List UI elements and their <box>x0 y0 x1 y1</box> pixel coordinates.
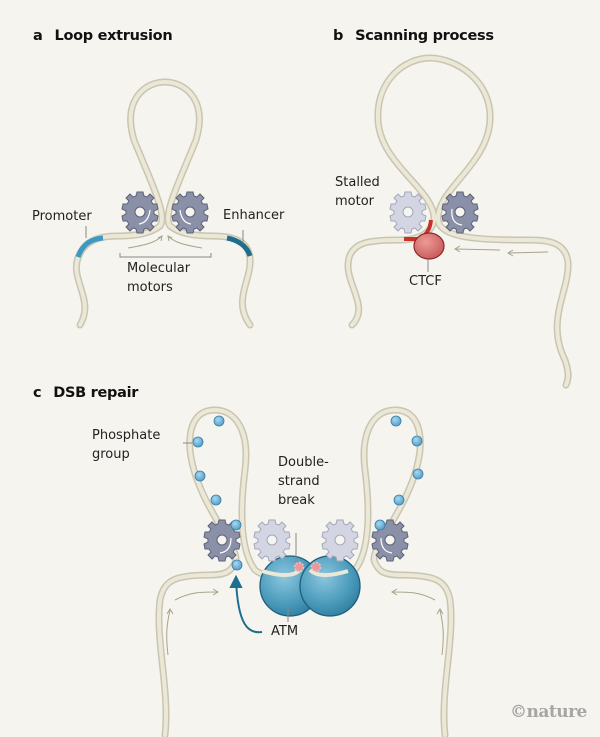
phosphate-groups <box>192 415 424 571</box>
phosphate-group-dot <box>390 415 402 427</box>
stalled-motor-label: Stalled motor <box>335 175 380 209</box>
promoter-label: Promoter <box>32 209 92 224</box>
rotation-arrow-icon <box>380 537 393 554</box>
phosphate-group-dot <box>192 436 204 448</box>
molecular-motor-gear-icon <box>121 191 159 234</box>
phosphate-group-dot <box>412 468 424 480</box>
rotation-arrow-icon <box>179 209 192 225</box>
dna-strand-right <box>306 406 455 737</box>
phosphate-group-dot <box>393 494 405 506</box>
phosphate-group-dot <box>194 470 206 482</box>
stalled-motor-gear-icon <box>253 519 291 562</box>
phosphate-group-dot <box>231 559 243 571</box>
atm-label: ATM <box>271 624 299 639</box>
dna-broken-end <box>308 568 349 578</box>
promoter-segment <box>75 235 104 258</box>
panel-c-diagram <box>155 406 455 737</box>
atm-protein <box>299 555 361 617</box>
phosphate-group-dot <box>213 415 225 427</box>
enhancer-label: Enhancer <box>223 208 285 223</box>
motors-bracket <box>119 253 212 258</box>
rotation-arrow-icon <box>219 537 232 554</box>
phosphate-group-dot <box>210 494 222 506</box>
phosphorylation-arrow-icon <box>229 574 263 634</box>
rotation-arrow-icon <box>451 208 463 226</box>
stalled-motor-gear-icon <box>389 191 427 234</box>
enhancer-segment <box>226 235 253 257</box>
ctcf-protein <box>413 232 445 260</box>
phosphate-group-dot <box>374 519 386 531</box>
dna-strand-left <box>155 406 304 737</box>
panel-a-diagram <box>73 78 254 329</box>
break-site-icon <box>293 561 322 573</box>
panel-b-diagram <box>344 54 572 389</box>
double-strand-break-label: Double- strand break <box>278 455 329 508</box>
ctcf-label: CTCF <box>409 274 442 289</box>
motion-arrows <box>166 588 444 656</box>
phosphate-group-label: Phosphate group <box>92 428 161 462</box>
molecular-motors-label: Molecular motors <box>127 261 191 295</box>
phosphate-group-dot <box>411 435 423 447</box>
molecular-motor-gear-icon <box>171 191 209 234</box>
dna-strand <box>344 54 572 389</box>
nature-credit: ©nature <box>510 702 587 722</box>
motion-arrows <box>127 235 203 249</box>
stalled-motor-gear-icon <box>321 519 359 562</box>
rotation-arrow-icon <box>138 209 151 225</box>
motion-arrows <box>454 245 549 257</box>
phosphate-group-dot <box>230 519 242 531</box>
active-motor-gear-icon <box>441 191 479 234</box>
